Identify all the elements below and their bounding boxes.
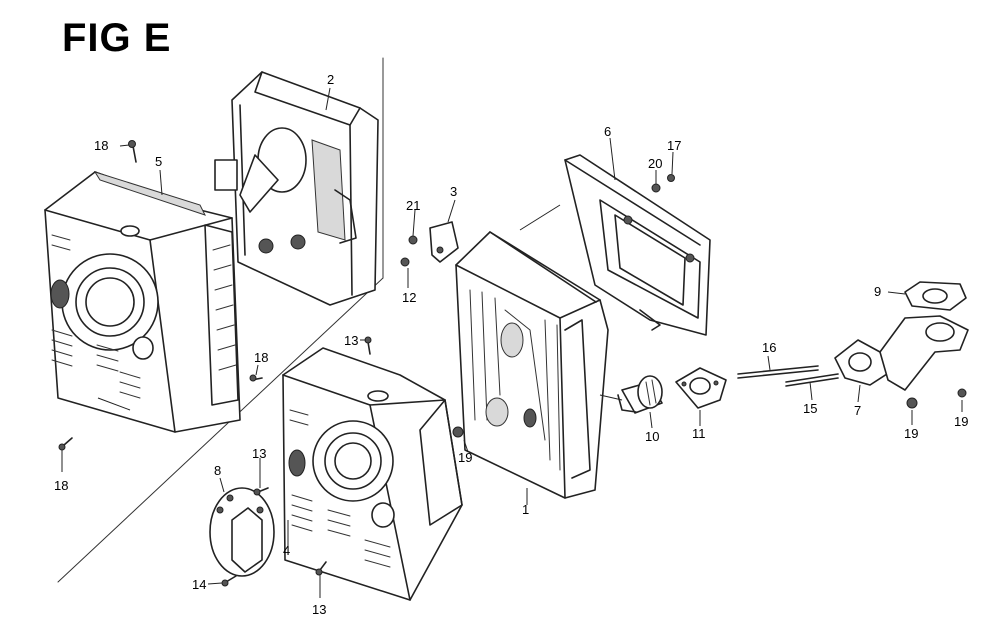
- fasteners: [58, 140, 967, 587]
- nut-12: [400, 257, 410, 267]
- callout-16: 16: [762, 340, 776, 355]
- callout-21: 21: [406, 198, 420, 213]
- cover-plate: [209, 487, 275, 577]
- nut-20: [651, 183, 661, 193]
- heat-shield: [564, 154, 711, 336]
- callout-13: 13: [252, 446, 266, 461]
- muffler-protector-left: [44, 171, 241, 433]
- leader-lines: [61, 87, 963, 598]
- callout-7: 7: [854, 403, 861, 418]
- callout-8: 8: [214, 463, 221, 478]
- callout-10: 10: [645, 429, 659, 444]
- screw-18b: [249, 374, 263, 382]
- callout-18: 18: [254, 350, 268, 365]
- callout-13: 13: [312, 602, 326, 617]
- callout-2: 2: [327, 72, 334, 87]
- callout-9: 9: [874, 284, 881, 299]
- callout-labels: 18 5 2 18 18 13 13 13 8 4 14 19 1 21 3 1…: [54, 72, 968, 617]
- callout-19: 19: [458, 450, 472, 465]
- callout-6: 6: [604, 124, 611, 139]
- nut-19a: [452, 426, 464, 438]
- muffler-pipe: [617, 375, 663, 414]
- screw-14: [221, 575, 237, 587]
- exhaust-elbow: [834, 315, 969, 391]
- callout-18: 18: [94, 138, 108, 153]
- callout-4: 4: [283, 543, 290, 558]
- callout-15: 15: [803, 401, 817, 416]
- callout-11: 11: [692, 426, 706, 441]
- callout-1: 1: [522, 502, 529, 517]
- section-divider: [57, 57, 384, 583]
- muffler-body: [455, 231, 609, 499]
- screw-18c: [58, 437, 73, 451]
- callout-20: 20: [648, 156, 662, 171]
- callout-14: 14: [192, 577, 206, 592]
- callout-18: 18: [54, 478, 68, 493]
- muffler-protector-inner: [214, 71, 379, 306]
- bolt-17: [667, 174, 675, 182]
- callout-12: 12: [402, 290, 416, 305]
- bolt-19c: [957, 388, 967, 398]
- callout-3: 3: [450, 184, 457, 199]
- callout-5: 5: [155, 154, 162, 169]
- exhaust-gasket: [675, 367, 727, 409]
- screw-13c: [315, 561, 327, 576]
- callout-19: 19: [954, 414, 968, 429]
- callout-17: 17: [667, 138, 681, 153]
- screw-18a: [128, 140, 137, 163]
- bracket: [429, 221, 459, 263]
- figure-title: FIG E: [62, 16, 172, 60]
- muffler-protector-main: [282, 347, 463, 601]
- bolt-21: [408, 235, 418, 245]
- nut-19b: [906, 397, 918, 409]
- callout-13: 13: [344, 333, 358, 348]
- elbow-gasket: [904, 281, 967, 311]
- screw-13b: [253, 487, 269, 496]
- stud-bolts: [737, 365, 839, 387]
- callout-19: 19: [904, 426, 918, 441]
